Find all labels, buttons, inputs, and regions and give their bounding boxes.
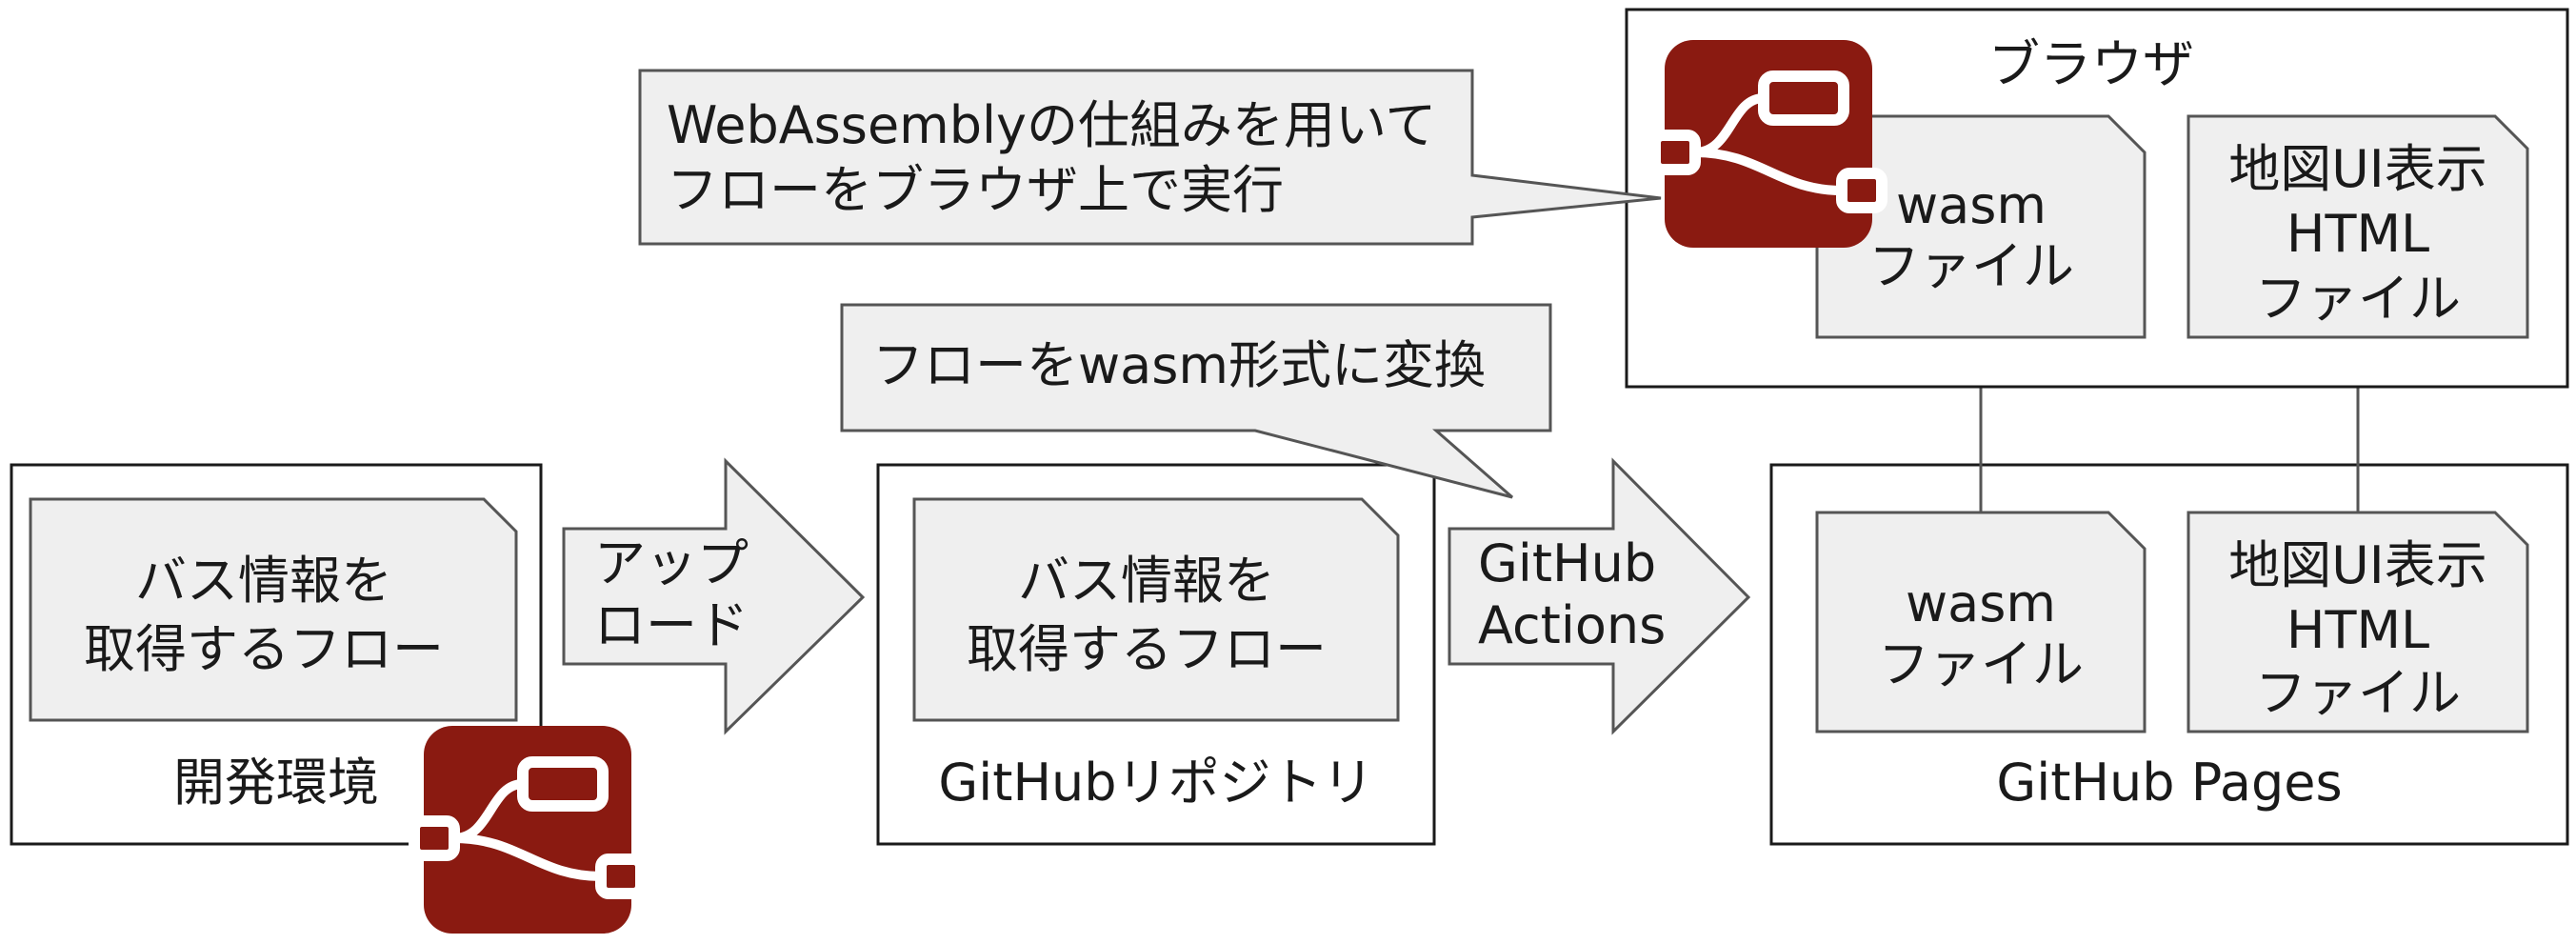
pages-wasm-line2: ファイル	[1878, 634, 2084, 694]
dev-environment-box: バス情報を 取得するフロー 開発環境	[10, 463, 543, 846]
upload-arrow-line1: アップ	[594, 533, 749, 593]
github-actions-arrow: GitHub Actions	[1448, 457, 1751, 735]
browser-map-line3: ファイル	[2255, 269, 2461, 329]
repo-flow-file-icon	[912, 497, 1400, 722]
browser-wasm-line2: ファイル	[1868, 236, 2074, 296]
browser-wasm-line1: wasm	[1896, 175, 2047, 235]
pages-map-html-file-icon	[2187, 511, 2529, 733]
pages-map-line2: HTML	[2286, 600, 2429, 660]
convert-callout: フローをwasm形式に変換	[840, 303, 1552, 499]
pages-wasm-line1: wasm	[1906, 573, 2056, 633]
pages-map-line3: ファイル	[2255, 663, 2461, 723]
convert-callout-text: フローをwasm形式に変換	[872, 335, 1486, 395]
browser-wasm-file-icon	[1815, 114, 2147, 339]
dev-environment-label: 開発環境	[173, 753, 379, 813]
github-pages-box: wasm ファイル 地図UI表示 HTML ファイル GitHub Pages	[1769, 463, 2569, 846]
actions-arrow-line1: GitHub	[1478, 533, 1656, 593]
upload-arrow: アップ ロード	[562, 457, 866, 735]
repo-flow-file-line1: バス情報を	[1018, 551, 1275, 611]
dev-flow-file-icon	[29, 497, 518, 722]
node-red-logo-icon	[414, 726, 641, 934]
pages-map-line1: 地図UI表示	[2228, 535, 2486, 595]
browser-callout-line2: フローをブラウザ上で実行	[667, 160, 1284, 220]
pages-wasm-file-icon	[1815, 511, 2147, 733]
browser-map-line2: HTML	[2286, 204, 2429, 264]
actions-arrow-line2: Actions	[1478, 595, 1666, 655]
dev-flow-file-line1: バス情報を	[135, 551, 392, 611]
github-pages-label: GitHub Pages	[1996, 753, 2342, 813]
github-repository-label: GitHubリポジトリ	[938, 753, 1373, 813]
repo-flow-file-line2: 取得するフロー	[967, 619, 1327, 679]
browser-map-line1: 地図UI表示	[2228, 139, 2486, 199]
github-repository-box: バス情報を 取得するフロー GitHubリポジトリ	[876, 463, 1436, 846]
browser-label: ブラウザ	[1988, 34, 2194, 94]
upload-arrow-line2: ロード	[594, 595, 749, 655]
browser-callout-line1: WebAssemblyの仕組みを用いて	[667, 95, 1436, 155]
browser-callout: WebAssemblyの仕組みを用いて フローをブラウザ上で実行	[638, 69, 1662, 246]
dev-flow-file-line2: 取得するフロー	[84, 619, 444, 679]
node-red-logo-icon	[1655, 40, 1882, 248]
browser-map-html-file-icon	[2187, 114, 2529, 339]
